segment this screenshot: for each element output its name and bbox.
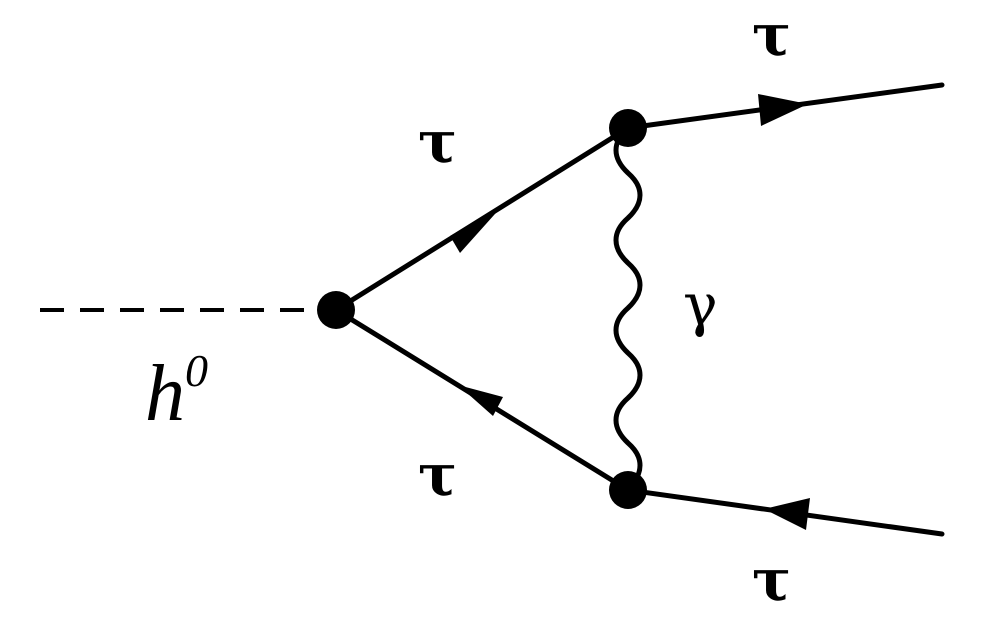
higgs-label: h0: [145, 345, 208, 438]
tau-out-upper-arrow: [758, 94, 808, 126]
vertex-higgs: [317, 291, 355, 329]
tau-lower-loop-arrow: [458, 385, 503, 416]
tau-out-lower-label: τ: [752, 546, 791, 614]
tau-out-upper-label: τ: [752, 1, 791, 69]
higgs-symbol: h: [145, 350, 185, 438]
tau-lower-loop-label: τ: [418, 441, 457, 509]
tau-out-lower-arrow: [764, 498, 810, 530]
photon-wavy-line: [613, 125, 643, 493]
vertex-upper: [609, 109, 647, 147]
vertex-lower: [609, 471, 647, 509]
tau-upper-loop-label: τ: [418, 108, 457, 176]
higgs-superscript: 0: [185, 345, 208, 396]
photon-label: γ: [683, 271, 718, 339]
tau-upper-loop-arrow: [450, 205, 503, 253]
